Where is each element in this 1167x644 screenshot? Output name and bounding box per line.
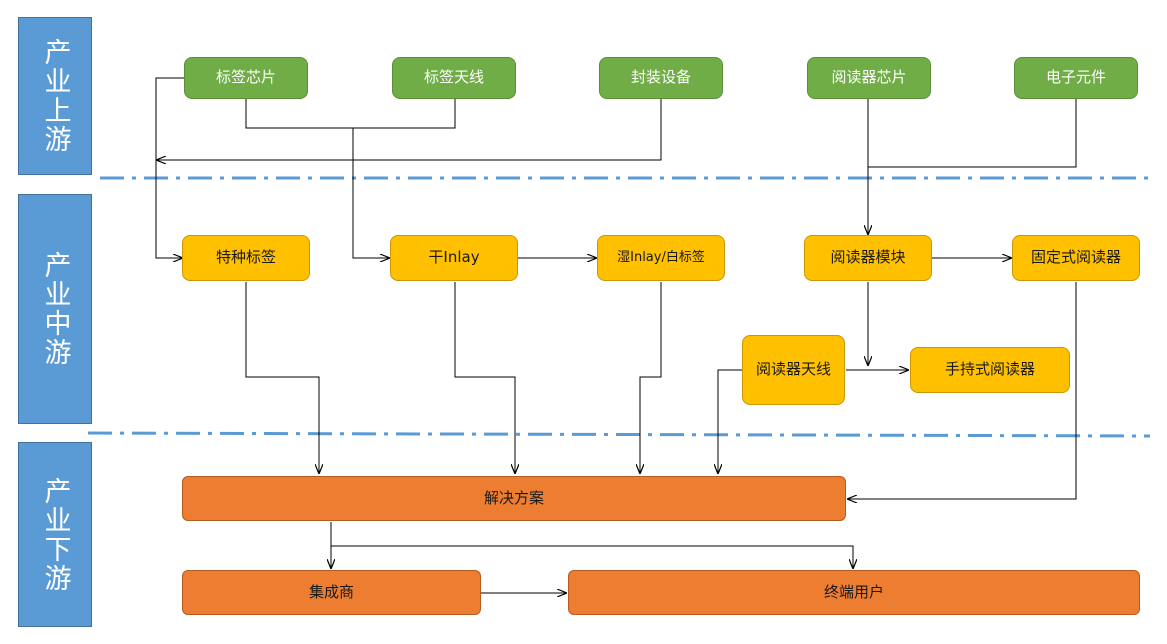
node-reader-module: 阅读器模块 (804, 235, 932, 281)
stage-midstream: 产业中游 (18, 194, 92, 424)
node-reader-chip: 阅读器芯片 (807, 57, 931, 99)
stage-downstream: 产业下游 (18, 442, 92, 627)
node-handheld-reader: 手持式阅读器 (910, 347, 1070, 393)
node-tag-antenna: 标签天线 (392, 57, 516, 99)
node-dry-inlay: 干Inlay (390, 235, 518, 281)
stage-downstream-label: 产业下游 (39, 476, 71, 593)
node-fixed-reader: 固定式阅读器 (1012, 235, 1140, 281)
stage-upstream-label: 产业上游 (39, 38, 71, 154)
node-special-tag: 特种标签 (182, 235, 310, 281)
line-merge-to-dry-inlay (352, 128, 389, 258)
line-dry-inlay-to-solution (454, 282, 515, 473)
line-special-tag-to-solution (245, 282, 319, 473)
line-antenna-to-solution (718, 369, 742, 473)
line-chip-to-special-tag (155, 77, 184, 258)
node-packaging-equipment: 封装设备 (599, 57, 723, 99)
node-wet-inlay: 湿Inlay/白标签 (597, 235, 725, 281)
node-tag-chip: 标签芯片 (184, 57, 308, 99)
node-reader-antenna: 阅读器天线 (742, 335, 845, 405)
divider-lower (87, 431, 1151, 438)
node-end-user: 终端用户 (568, 570, 1140, 615)
line-packaging-to-trunk (157, 99, 662, 160)
line-solution-to-end-user (331, 545, 853, 568)
line-chip-antenna-merge (245, 99, 456, 129)
stage-upstream: 产业上游 (18, 17, 92, 175)
line-wet-inlay-to-solution (640, 282, 662, 473)
node-solution: 解决方案 (182, 476, 846, 521)
node-integrator: 集成商 (182, 570, 481, 615)
line-components-to-module (868, 99, 1077, 168)
node-electronic-components: 电子元件 (1014, 57, 1138, 99)
stage-midstream-label: 产业中游 (39, 251, 71, 367)
line-fixed-reader-to-solution (848, 282, 1077, 499)
